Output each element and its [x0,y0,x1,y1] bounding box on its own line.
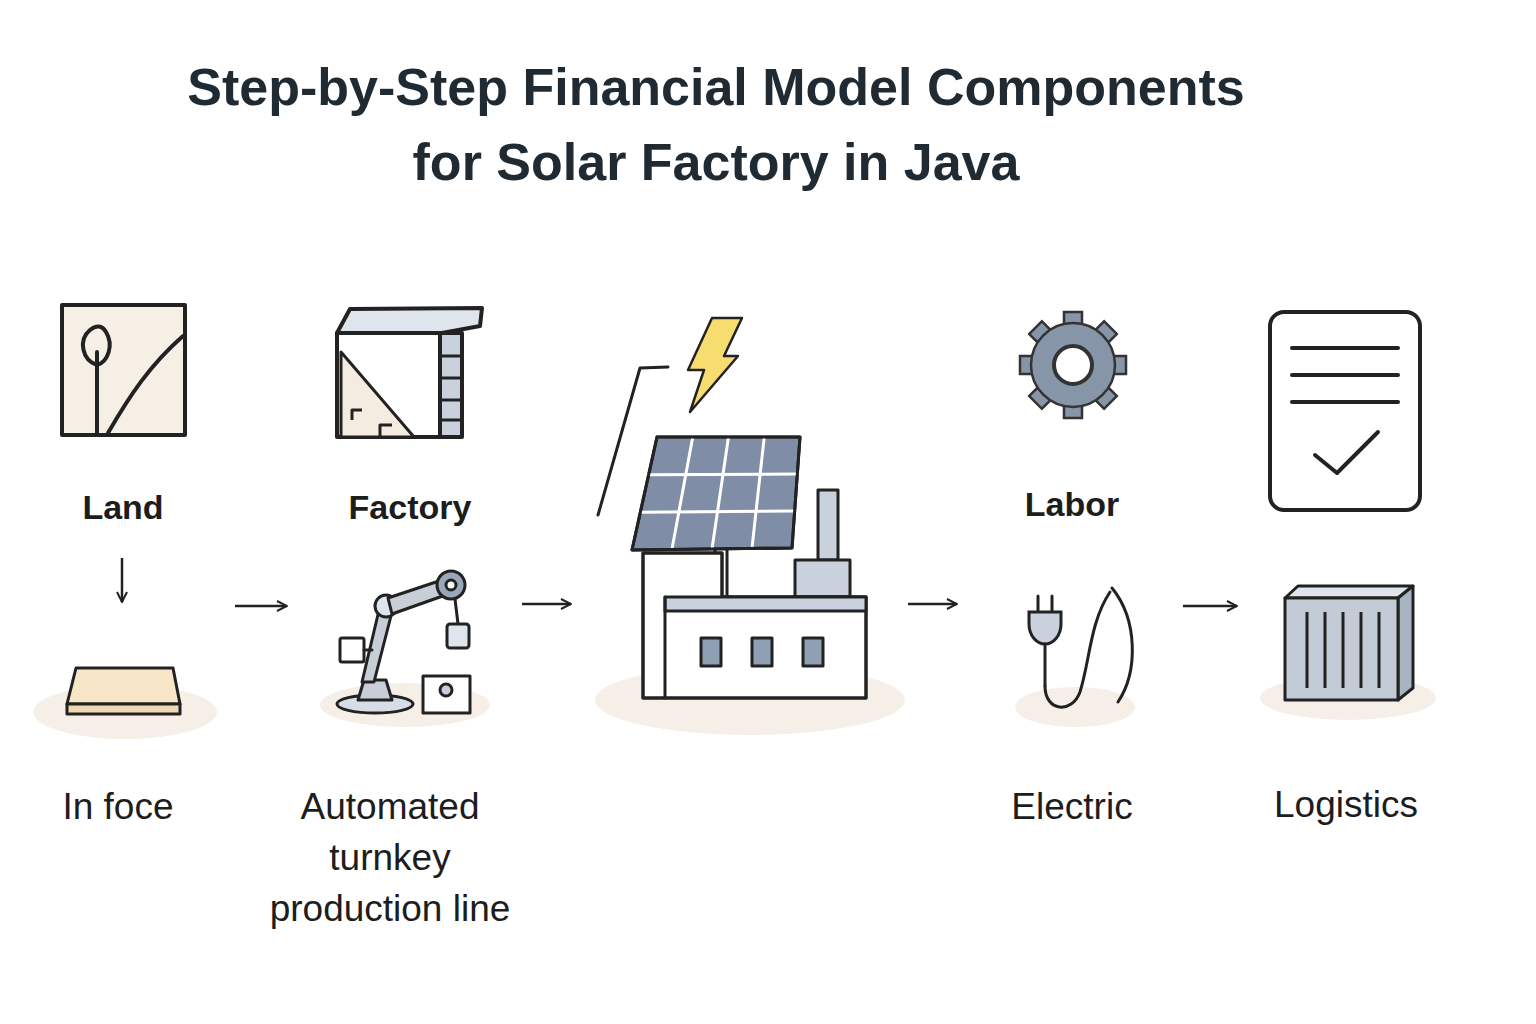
solar-factory-illustration [649,473,798,477]
document-icon [1270,312,1420,510]
node-label: Factory [300,487,520,527]
robot-arm-icon [423,676,470,713]
factory-icon [440,333,462,437]
land-icon [62,305,185,435]
document-icon [1270,312,1420,510]
factory-icon [440,399,462,402]
solar-factory-illustration [664,597,667,698]
container-icon [1324,612,1327,688]
icon-node: Logistics [1237,575,1447,835]
flow-arrow [235,605,287,608]
solar-factory-illustration [688,318,742,412]
plug-icon [1037,596,1040,612]
factory-icon [341,352,414,437]
gear-icon [1054,346,1092,384]
solar-factory-illustration [795,560,850,597]
node-label: Labor [972,484,1172,524]
robot-arm-icon [340,638,364,662]
factory-icon [337,308,482,437]
container-icon [1342,612,1345,688]
container-icon [1285,598,1398,700]
document-icon [1292,346,1398,350]
ground-shadow [1015,687,1135,727]
plug-icon [1045,592,1110,707]
solar-factory-illustration [701,638,721,666]
solar-factory-illustration [632,437,800,550]
document-icon [1315,432,1378,473]
icon-node: Automated turnkey production line [287,565,502,935]
plug-icon [1029,612,1061,644]
factory-icon [440,355,462,358]
node-label: Logistics [1236,779,1456,830]
solar-factory-illustration [632,437,800,550]
icon-node: Electric [1000,575,1183,835]
solar-factory-illustration [640,437,797,549]
node-label: Land [23,487,223,527]
robot-arm-icon [364,649,372,652]
flow-arrow [522,603,957,606]
plug-icon [1112,588,1132,702]
flow-arrow [908,603,957,606]
robot-arm-icon [446,580,456,590]
land-slab-icon [67,704,180,714]
solar-factory-illustration [598,318,866,698]
container-icon [1285,586,1413,598]
solar-factory-illustration [752,638,772,666]
factory-icon [337,333,440,437]
robot-arm-icon [437,571,465,599]
node-label: In foce [18,781,218,832]
diagram-title: Step-by-Step Financial Model Components … [166,50,1266,200]
land-slab-icon [67,668,180,714]
plug-icon [1044,644,1047,686]
solar-factory-illustration [643,553,866,698]
factory-icon [352,410,392,437]
document-icon [1292,373,1398,377]
container-icon [1398,586,1413,700]
land-icon [62,305,185,435]
solar-factory-illustration [712,437,729,549]
plug-icon [1051,596,1054,612]
solar-factory-illustration [665,597,866,611]
factory-icon [440,377,462,380]
solar-factory-illustration [640,511,794,512]
robot-arm-icon [337,571,470,713]
container-icon [1285,586,1413,700]
land-icon [95,352,99,433]
robot-arm-icon [440,684,452,696]
flow-arrow [522,603,571,606]
gear-icon [1020,312,1126,418]
robot-arm-icon [455,599,458,624]
node-label: Automated turnkey production line [240,781,540,934]
land-slab-icon [67,668,180,704]
solar-factory-illustration [672,437,693,549]
factory-icon [337,308,482,333]
gear-icon [1031,323,1115,407]
icon-node: Factory [325,298,495,538]
solar-factory-illustration [752,437,764,548]
solar-factory-illustration [818,490,838,560]
container-icon [1360,612,1363,688]
flow-arrow [1183,605,1237,608]
flow-arrow [121,558,124,602]
icon-node: Labor [1005,298,1140,538]
factory-icon [440,419,462,422]
container-icon [1378,612,1381,688]
node-label: Electric [972,781,1172,832]
icon-node: Land [55,298,195,558]
robot-arm-icon [447,624,469,648]
container-icon [1306,612,1309,688]
solar-factory-illustration [803,638,823,666]
plug-icon [1029,588,1132,707]
icon-node: In foce [30,602,235,835]
document-icon [1292,400,1398,404]
land-icon [108,336,183,433]
